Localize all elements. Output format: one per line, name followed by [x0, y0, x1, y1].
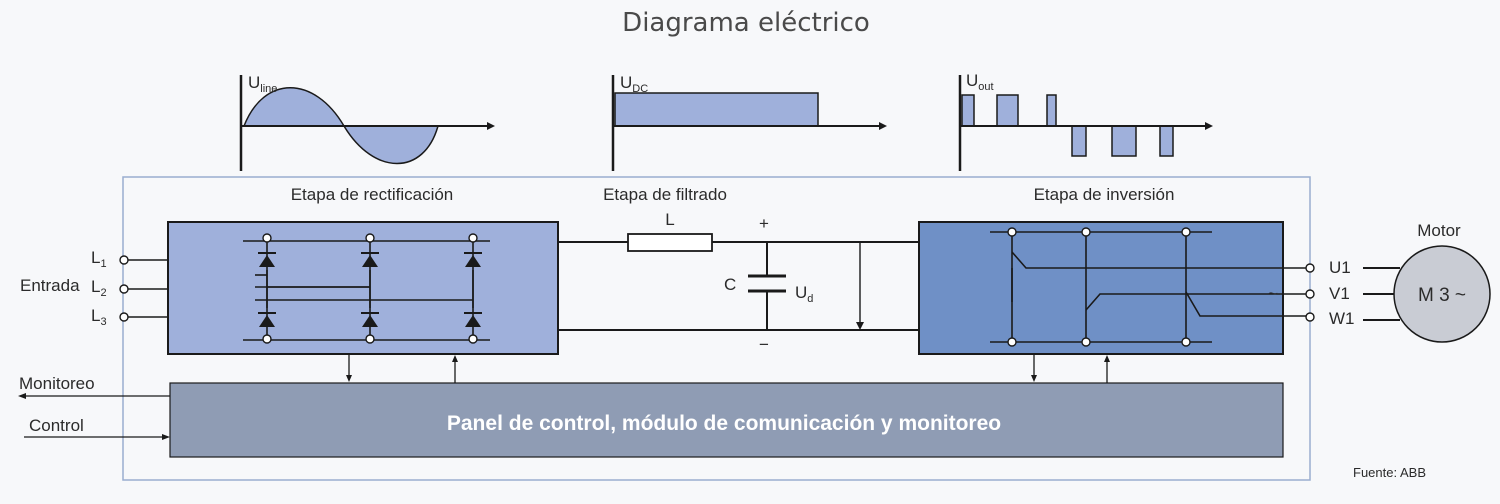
pwm-pulse: [1046, 94, 1057, 127]
stage-filtering-label: Etapa de filtrado: [603, 185, 727, 204]
signal-arrows: [346, 354, 1110, 383]
arrow-head: [18, 393, 26, 399]
input-l1-label: L1: [91, 248, 107, 270]
arrow-head: [452, 355, 458, 362]
pwm-pulse: [961, 94, 975, 127]
filter-stage: L C + − Ud: [558, 210, 918, 354]
waveform-line-label: Uline: [248, 73, 277, 95]
terminal-v1: [1305, 289, 1315, 299]
dc-minus-label: −: [759, 335, 769, 354]
converter-frame: [122, 176, 1311, 481]
terminal-l1: [119, 255, 129, 265]
output-v1-label: V1: [1329, 284, 1350, 303]
dc-voltage-label: Ud: [795, 283, 813, 305]
diode-column: [464, 233, 482, 344]
pwm-pulse: [1071, 125, 1087, 157]
arrow-head: [879, 122, 887, 130]
terminal-u1: [1305, 263, 1315, 273]
stage-inversion-label: Etapa de inversión: [1034, 185, 1175, 204]
control-panel-label: Panel de control, módulo de comunicación…: [447, 412, 1001, 435]
monitoring-label: Monitoreo: [19, 374, 95, 393]
motor-symbol: M 3 ~: [1418, 285, 1466, 306]
sine-negative-half: [342, 125, 439, 165]
terminal-w1: [1305, 312, 1315, 322]
control-panel: Panel de control, módulo de comunicación…: [169, 382, 1284, 458]
arrow-head: [1205, 122, 1213, 130]
waveform-out: Uout: [958, 71, 1213, 171]
inverter-block: ~: [918, 221, 1310, 355]
waveform-out-label: Uout: [966, 71, 994, 93]
dc-plus-label: +: [759, 214, 769, 233]
inverter-tilde: ~: [1268, 284, 1278, 303]
arrow-head: [487, 122, 495, 130]
pwm-pulse: [1111, 125, 1137, 157]
inductor: [627, 233, 713, 252]
sine-positive-half: [242, 87, 346, 127]
arrow-head: [1031, 375, 1037, 382]
diagram-title: Diagrama eléctrico: [622, 8, 870, 38]
capacitor-label: C: [724, 275, 736, 294]
arrow-head: [346, 375, 352, 382]
terminal-l3: [119, 312, 129, 322]
motor-label: Motor: [1417, 221, 1461, 240]
input-l3-label: L3: [91, 306, 107, 328]
output-w1-label: W1: [1329, 309, 1355, 328]
rectifier-block: [167, 221, 559, 355]
waveform-dc-label: UDC: [620, 73, 648, 95]
source-credit: Fuente: ABB: [1353, 465, 1426, 480]
side-signals: Monitoreo Control: [18, 374, 170, 440]
dc-level-block: [614, 92, 819, 127]
arrow-head: [1104, 355, 1110, 362]
diode-column: [258, 233, 276, 344]
pwm-pulse: [996, 94, 1019, 127]
control-label: Control: [29, 416, 84, 435]
inductor-label: L: [665, 210, 674, 229]
motor: M 3 ~ Motor: [1393, 221, 1491, 343]
terminal-l2: [119, 284, 129, 294]
arrow-head: [162, 434, 170, 440]
waveform-line: Uline: [239, 73, 495, 171]
arrow-head: [856, 322, 864, 330]
output-u1-label: U1: [1329, 258, 1351, 277]
pwm-pulse: [1159, 125, 1174, 157]
input-l2-label: L2: [91, 277, 107, 299]
output-terminals: U1 V1 W1: [1305, 258, 1400, 328]
input-label: Entrada: [20, 276, 80, 295]
input-terminals: L1 L2 L3 Entrada: [20, 248, 168, 328]
motor-circle: [1393, 245, 1491, 343]
stage-rectification-label: Etapa de rectificación: [291, 185, 454, 204]
waveform-dc: UDC: [611, 73, 887, 171]
diode-column: [361, 233, 379, 344]
